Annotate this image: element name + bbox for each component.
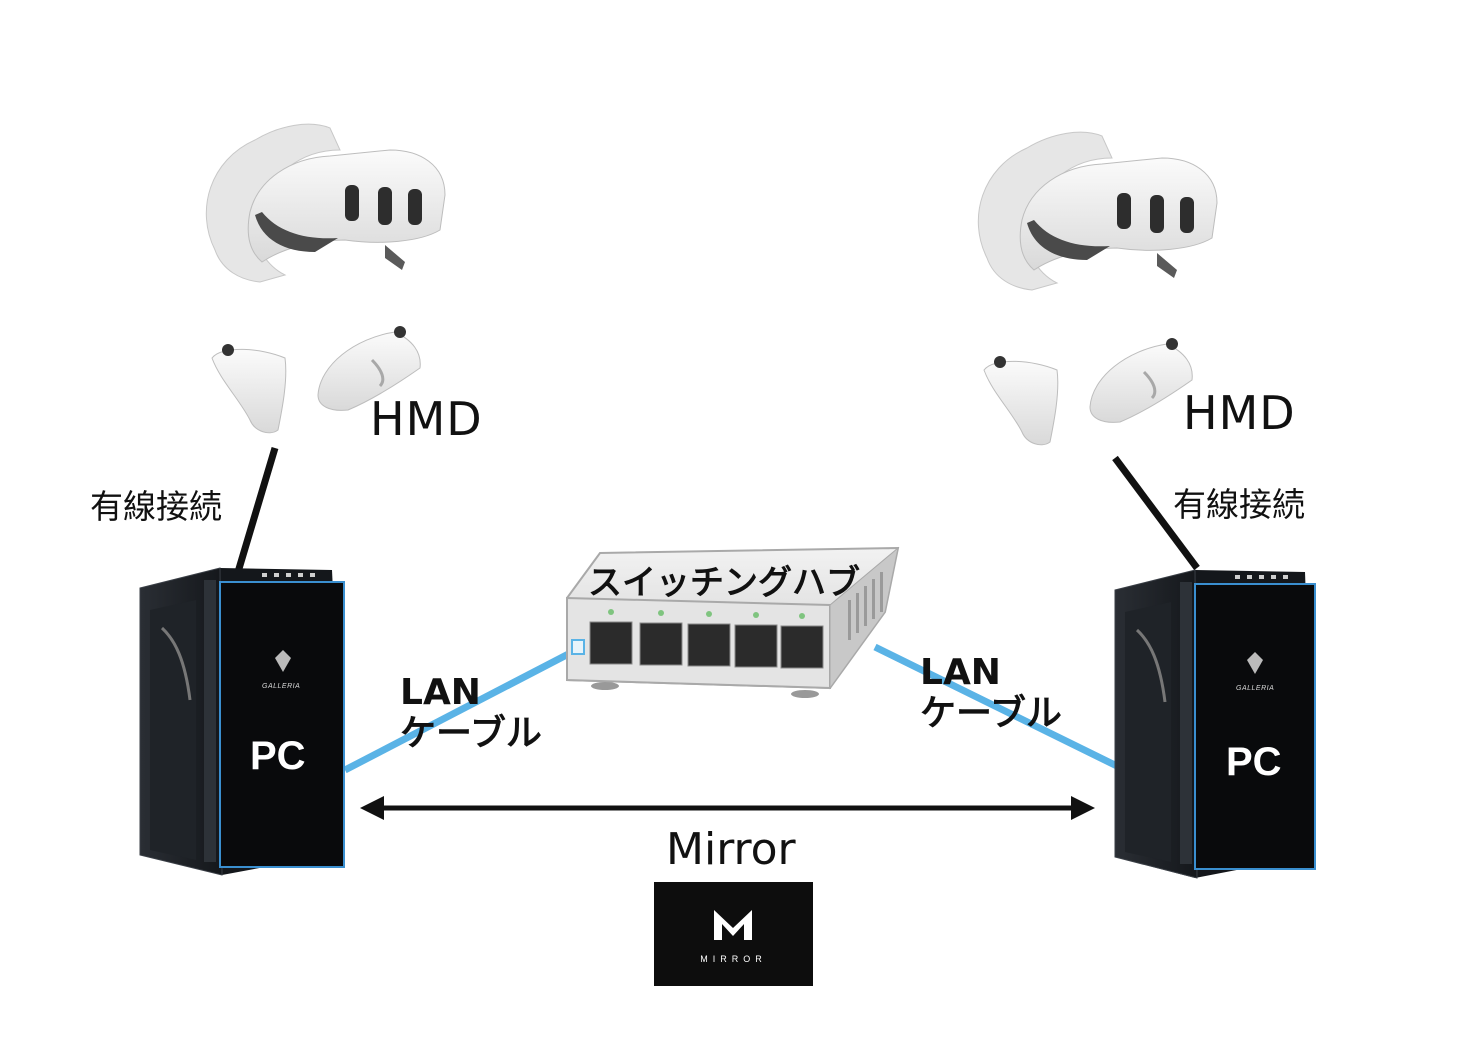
vr-headset-icon (977, 131, 1218, 291)
mirror-logo-text: MIRROR (700, 954, 767, 964)
wired-connection-label-left: 有線接続 (90, 487, 222, 526)
hmd-label-right: HMD (1183, 386, 1296, 440)
wired-cable-left (234, 446, 279, 574)
pc-tower-icon (139, 567, 345, 876)
wired-cable-right (1112, 455, 1200, 571)
lan-label-line1: LAN (400, 672, 481, 713)
pc-tower-icon (1114, 569, 1316, 879)
lan-cable-left (343, 644, 582, 774)
mirror-logo: MIRROR (654, 882, 813, 986)
pc-label-left: PC (250, 734, 306, 778)
mirror-label: Mirror (666, 824, 796, 875)
wired-connection-label-right: 有線接続 (1173, 485, 1305, 524)
pc-label-right: PC (1226, 740, 1282, 784)
network-switch-icon (566, 546, 900, 698)
lan-cable-label-right: LAN ケーブル (920, 652, 1062, 735)
lan-cable-right (873, 643, 1127, 774)
mirror-arrow (360, 796, 1095, 820)
lan-label-line2: ケーブル (920, 693, 1062, 735)
pc-brand-label-left: GALLERIA (262, 683, 301, 690)
lan-label-line1: LAN (920, 652, 1001, 693)
hmd-label-left: HMD (370, 392, 483, 446)
vr-controller-icon (211, 326, 421, 434)
switching-hub-label: スイッチングハブ (588, 563, 860, 603)
vr-controller-icon (983, 338, 1193, 446)
mirror-logo-icon (714, 910, 752, 940)
lan-cable-label-left: LAN ケーブル (400, 672, 542, 755)
lan-label-line2: ケーブル (400, 713, 542, 755)
vr-headset-icon (205, 123, 446, 283)
pc-brand-label-right: GALLERIA (1236, 685, 1275, 692)
